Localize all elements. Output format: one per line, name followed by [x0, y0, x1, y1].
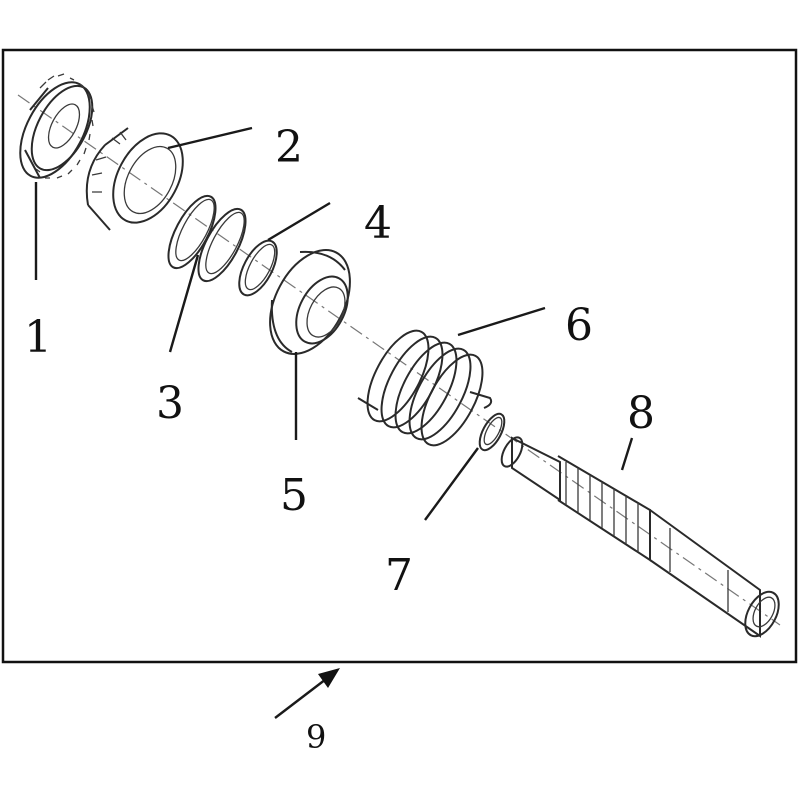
part-6-coil-spring	[357, 329, 493, 447]
leader-6	[457, 306, 546, 337]
leader-3	[168, 254, 200, 353]
callout-8: 8	[627, 388, 655, 439]
callout-4: 4	[364, 198, 392, 249]
callout-9: 9	[306, 718, 326, 756]
part-4-snap-ring	[238, 239, 278, 297]
callout-1: 1	[24, 312, 52, 363]
callout-3: 3	[156, 378, 184, 429]
diagram-frame	[1, 48, 798, 664]
arrow-9	[274, 668, 340, 719]
leader-2	[167, 126, 253, 150]
leader-8	[620, 437, 634, 471]
part-1-toothed-washer	[19, 73, 95, 179]
part-2-gear-hub	[85, 127, 184, 231]
part-5-collar	[269, 249, 351, 355]
part-7-washer	[478, 412, 506, 452]
callout-5: 5	[280, 470, 308, 521]
part-3-rings	[167, 194, 247, 283]
callout-2: 2	[275, 122, 303, 173]
leader-7	[424, 447, 479, 521]
part-8-splined-shaft	[500, 436, 780, 638]
callout-7: 7	[385, 550, 413, 601]
callout-6: 6	[565, 300, 593, 351]
leader-4	[267, 201, 331, 242]
